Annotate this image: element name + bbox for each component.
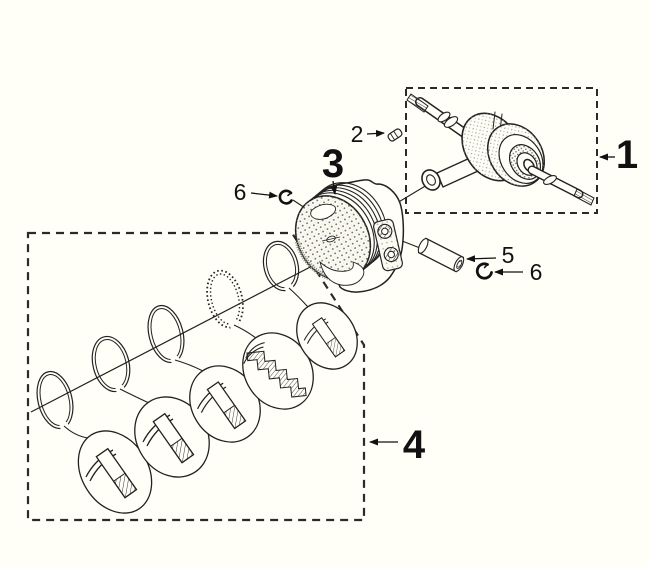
crankshaft-box [405, 87, 598, 214]
callout-5-label: 5 [502, 242, 515, 268]
circlip-left [278, 189, 293, 205]
callout-6-left-label: 6 [234, 179, 247, 205]
piston [292, 179, 421, 293]
callout-2-label: 2 [351, 121, 364, 147]
threaded-tip-right [573, 188, 595, 206]
callout-6-left-arrow [250, 191, 278, 199]
ring-balloon-necks [59, 283, 309, 439]
ring-axis-line [30, 262, 319, 413]
callout-2-arrow [366, 129, 385, 137]
callout-3-arrow [330, 180, 338, 195]
piston-pin-boss [373, 218, 403, 272]
threaded-tip-left [406, 93, 429, 113]
callout-5-arrow [466, 255, 497, 263]
piston-ring-2 [91, 335, 131, 393]
callouts: 1 2 3 4 5 6 6 [234, 121, 639, 467]
callout-6-right-label: 6 [530, 259, 543, 285]
callout-3-label: 3 [322, 142, 344, 186]
piston-ring-5 [262, 240, 300, 292]
piston-ring-set-box [26, 231, 366, 522]
piston-pin [417, 237, 465, 273]
callout-1-label: 1 [616, 133, 638, 177]
ring-detail-5 [296, 302, 358, 370]
callout-4-label: 4 [403, 423, 426, 467]
piston-ring-4-oil-expander [206, 269, 244, 329]
circlip-right [475, 262, 493, 280]
woodruff-key [387, 128, 403, 142]
crankshaft-assembly [396, 93, 595, 206]
ring-detail-balloons [77, 302, 358, 514]
